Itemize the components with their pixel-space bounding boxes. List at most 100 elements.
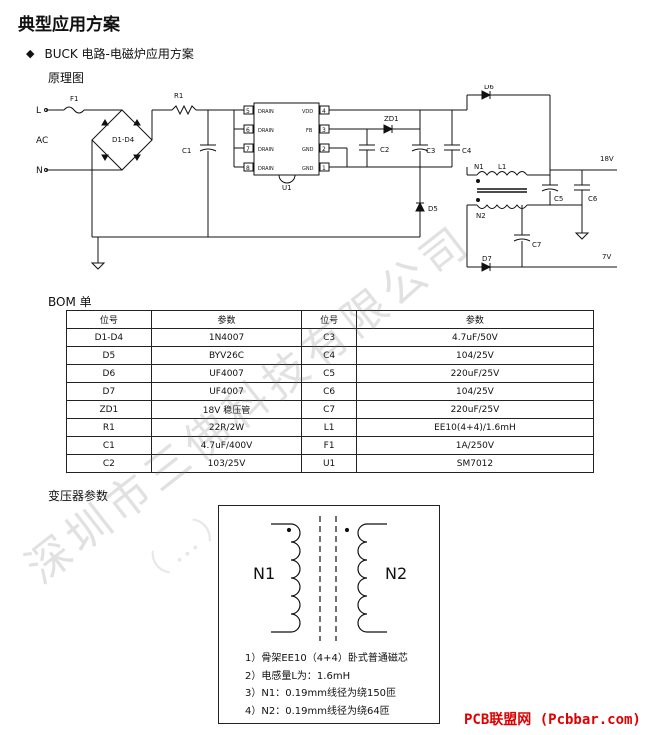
section-heading: ◆ BUCK 电路-电磁炉应用方案: [26, 45, 194, 62]
transformer-note: 1）骨架EE10（4+4）卧式普通磁芯: [245, 653, 408, 664]
svg-text:GND: GND: [302, 147, 314, 153]
bom-cell: D1-D4: [66, 328, 152, 347]
label-R1: R1: [174, 92, 183, 100]
bom-cell: 1A/250V: [355, 436, 595, 455]
label-18V: 18V: [600, 155, 614, 163]
fuse-icon: [63, 106, 85, 114]
label-C3: C3: [426, 147, 435, 155]
bom-cell: 104/25V: [355, 346, 595, 365]
label-F1: F1: [70, 95, 78, 103]
winding-n2-icon: [357, 523, 387, 633]
svg-text:5: 5: [246, 108, 250, 115]
label-D5: D5: [428, 205, 438, 213]
bom-cell: D7: [66, 382, 152, 401]
label-C6: C6: [588, 195, 598, 203]
label-L1: L1: [498, 163, 506, 171]
footer-site-label: PCB联盟网 (Pcbbar.com): [464, 712, 641, 728]
transformer-note: 4）N2：0.19mm线径为绕64匝: [245, 705, 390, 717]
bom-cell: 103/25V: [150, 454, 303, 473]
ic-u1: [253, 102, 320, 176]
svg-text:8: 8: [246, 165, 250, 172]
transformer-note: 2）电感量L为：1.6mH: [245, 670, 351, 682]
diode-d5-icon: [415, 201, 425, 212]
transformer-box: N1 N2: [218, 505, 440, 724]
svg-text:3: 3: [322, 127, 326, 134]
transformer-note: 3）N1：0.19mm线径为绕150匝: [245, 688, 397, 699]
winding-n2: [476, 204, 528, 209]
svg-text:VDD: VDD: [302, 109, 313, 115]
schematic-label: 原理图: [48, 71, 85, 85]
ic-notch: [278, 174, 296, 184]
label-ZD1: ZD1: [384, 115, 399, 123]
label-C2: C2: [380, 146, 389, 154]
svg-text:6: 6: [246, 127, 250, 134]
label-C4: C4: [462, 147, 472, 155]
transformer-diagram: N1 N2: [253, 516, 407, 641]
label-C5: C5: [554, 195, 563, 203]
bom-cell: 220uF/25V: [355, 400, 595, 419]
bom-cell: 220uF/25V: [355, 364, 595, 383]
svg-text:DRAIN: DRAIN: [258, 166, 274, 172]
bridge-rectifier: [91, 109, 153, 171]
bom-label: BOM 单: [48, 295, 92, 309]
svg-text:DRAIN: DRAIN: [258, 109, 274, 115]
svg-text:DRAIN: DRAIN: [258, 128, 274, 134]
resistor-icon: [171, 104, 197, 116]
svg-text:2: 2: [322, 146, 326, 153]
label-bridge: D1-D4: [112, 136, 135, 144]
svg-text:4: 4: [322, 108, 326, 115]
schematic-diagram: L AC N F1 D1-D4 R1 C1 U1 5 6 7 8 DRAIN D…: [36, 85, 617, 272]
diode-d6-icon: [481, 90, 492, 100]
bom-cell: U1: [301, 454, 357, 473]
label-C7: C7: [532, 241, 541, 249]
bom-header-row: 位号 参数 位号 参数: [66, 310, 595, 329]
bom-cell: C7: [301, 400, 357, 419]
bom-cell: EE10(4+4)/1.6mH: [355, 418, 595, 437]
page-title: 典型应用方案: [18, 15, 120, 35]
zener-icon: [383, 124, 394, 134]
winding-label-n1: N1: [253, 564, 275, 583]
bom-cell: L1: [301, 418, 357, 437]
svg-text:FB: FB: [306, 128, 313, 134]
ground-icon-out: [574, 232, 590, 240]
winding-n1-icon: [271, 523, 301, 633]
bom-cell: D5: [66, 346, 152, 365]
transformer-notes: 1）骨架EE10（4+4）卧式普通磁芯 2）电感量L为：1.6mH 3）N1：0…: [245, 650, 408, 720]
section-label: BUCK 电路-电磁炉应用方案: [44, 47, 194, 61]
winding-n1: [476, 171, 528, 176]
label-N: N: [36, 166, 43, 176]
svg-text:1: 1: [322, 165, 326, 172]
label-D6: D6: [484, 85, 494, 91]
bom-cell: R1: [66, 418, 152, 437]
label-N2: N2: [476, 212, 486, 220]
diamond-bullet-icon: ◆: [26, 47, 35, 60]
label-7V: 7V: [602, 253, 611, 261]
transformer-label: 变压器参数: [48, 489, 109, 503]
label-N1: N1: [474, 163, 484, 171]
bom-cell: SM7012: [355, 454, 595, 473]
svg-text:GND: GND: [302, 166, 314, 172]
diode-icons: [101, 119, 141, 161]
label-U1: U1: [282, 184, 292, 192]
diode-d7-icon: [481, 262, 492, 272]
label-L: L: [36, 106, 41, 116]
bom-cell: ZD1: [66, 400, 152, 419]
svg-text:DRAIN: DRAIN: [258, 147, 274, 153]
bom-cell: D6: [66, 364, 152, 383]
label-C1: C1: [182, 147, 191, 155]
label-AC: AC: [36, 136, 48, 146]
ground-icon: [90, 262, 106, 270]
svg-text:7: 7: [246, 146, 250, 153]
winding-label-n2: N2: [385, 564, 407, 583]
label-D7: D7: [482, 255, 492, 263]
bom-cell: F1: [301, 436, 357, 455]
bom-cell: 4.7uF/50V: [355, 328, 595, 347]
